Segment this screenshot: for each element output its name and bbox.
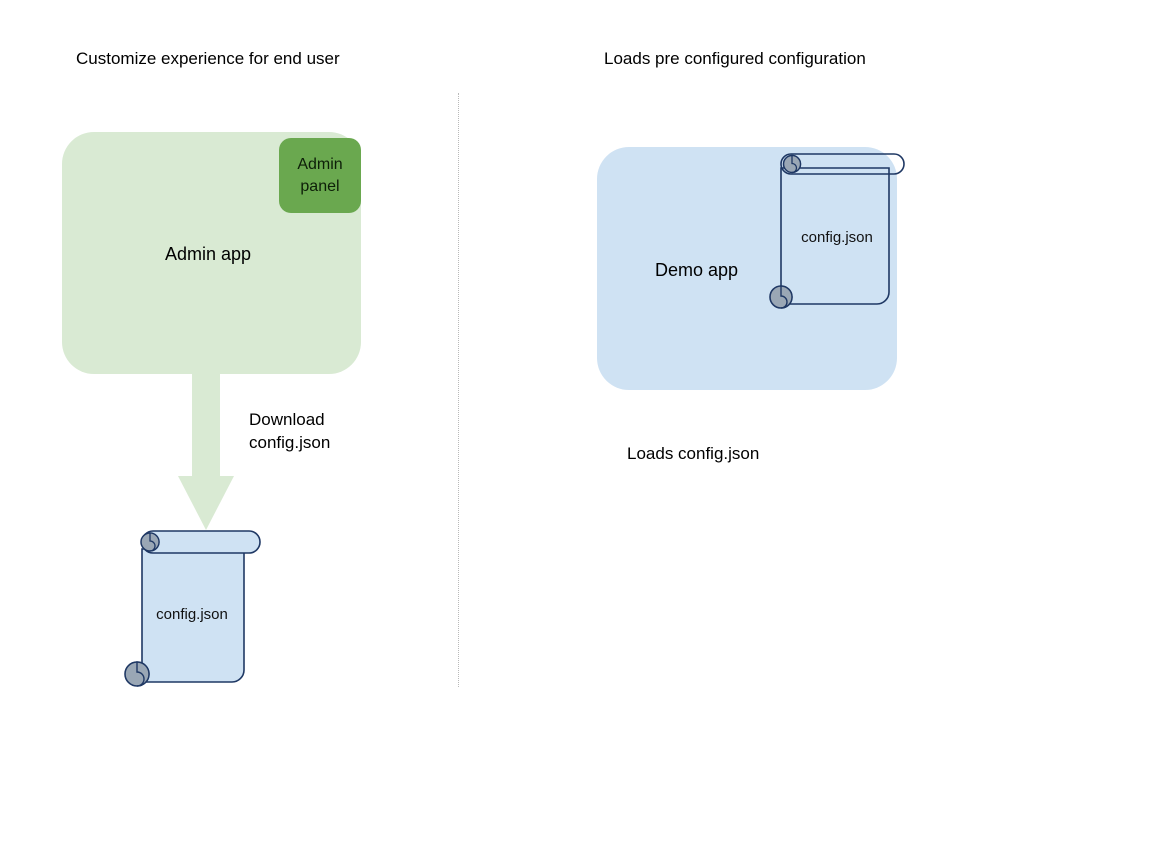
loads-config-caption: Loads config.json xyxy=(627,444,760,463)
admin-panel-label-line1: Admin xyxy=(297,155,343,173)
download-arrow-icon xyxy=(178,372,234,530)
demo-app-label: Demo app xyxy=(655,260,739,280)
admin-app-label: Admin app xyxy=(165,244,252,264)
left-column-title: Customize experience for end user xyxy=(76,49,340,68)
download-arrow-label: Download config.json xyxy=(249,408,330,454)
admin-panel-label: Admin panel xyxy=(297,154,342,198)
download-arrow-label-line1: Download xyxy=(249,410,325,429)
config-json-label-left: config.json xyxy=(156,606,228,623)
download-arrow-label-line2: config.json xyxy=(249,433,331,452)
right-column-title: Loads pre configured configuration xyxy=(604,49,866,68)
config-json-scroll-right[interactable]: config.json xyxy=(769,150,911,312)
column-divider xyxy=(458,93,459,687)
demo-app-box[interactable] xyxy=(597,147,897,390)
admin-panel-chip[interactable]: Admin panel xyxy=(279,138,361,213)
admin-panel-label-line2: panel xyxy=(300,177,340,195)
config-json-scroll-left[interactable]: config.json xyxy=(120,527,266,692)
config-json-label-right: config.json xyxy=(801,229,873,246)
